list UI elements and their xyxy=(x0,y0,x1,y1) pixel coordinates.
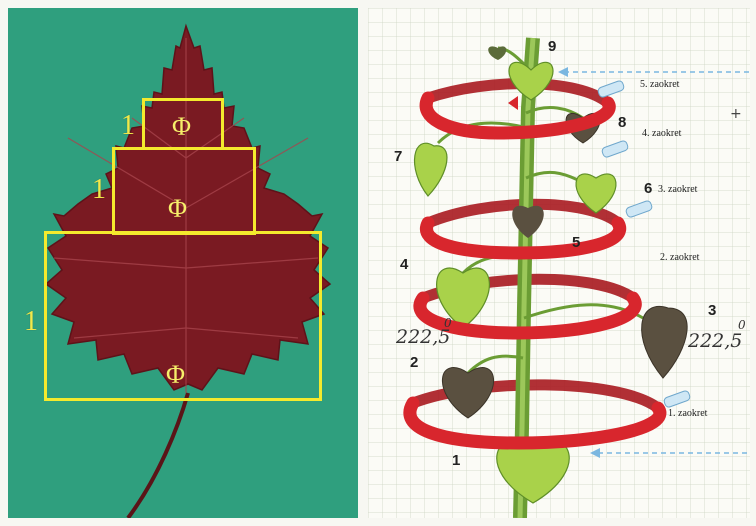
phyllotaxis-illustration xyxy=(368,8,750,518)
hand-icon-4 xyxy=(601,140,629,158)
leaf-1 xyxy=(497,441,569,503)
leaf-2 xyxy=(442,368,493,418)
turn-label-1: 1. zaokret xyxy=(668,408,707,419)
hand-icon-5 xyxy=(597,80,625,98)
leaf-5 xyxy=(512,206,544,238)
turn-label-2: 2. zaokret xyxy=(660,252,699,263)
leaf-7 xyxy=(415,143,447,196)
leaf-number-6: 6 xyxy=(644,180,652,197)
leaf-number-4: 4 xyxy=(400,256,408,273)
arrow-head-bottom xyxy=(590,448,600,458)
phi-label-middle: Φ xyxy=(168,196,187,222)
angle-label-left: 222,5 xyxy=(396,326,450,348)
ratio-one-middle: 1 xyxy=(92,176,106,204)
leaf-number-9: 9 xyxy=(548,38,556,55)
ratio-one-top: 1 xyxy=(121,112,135,140)
maple-leaf-panel: 1 1 1 Φ Φ Φ xyxy=(8,8,358,518)
turn-label-3: 3. zaokret xyxy=(658,184,697,195)
leaf-number-1: 1 xyxy=(452,452,460,469)
leaf-number-8: 8 xyxy=(618,114,626,131)
phyllotaxis-panel: 9 8 7 6 5 4 3 2 1 5. zaokret 4. zaokret … xyxy=(368,8,750,518)
phi-label-bottom: Φ xyxy=(166,362,185,388)
hand-icon-1 xyxy=(663,390,691,408)
angle-label-right: 222,5 xyxy=(688,330,742,352)
turn-label-4: 4. zaokret xyxy=(642,128,681,139)
angle-superscript-left: 0 xyxy=(444,316,452,330)
leaf-top-small xyxy=(488,46,506,60)
turn-label-5: 5. zaokret xyxy=(640,79,679,90)
leaf-number-5: 5 xyxy=(572,234,580,251)
leaf-stem xyxy=(128,393,188,518)
crosshair-icon: + xyxy=(730,106,742,122)
hand-icon-3 xyxy=(625,200,653,218)
leaf-number-2: 2 xyxy=(410,354,418,371)
leaf-3 xyxy=(642,306,688,378)
ratio-one-bottom: 1 xyxy=(24,308,38,336)
phi-label-top: Φ xyxy=(172,114,191,140)
leaf-number-7: 7 xyxy=(394,148,402,165)
leaf-number-3: 3 xyxy=(708,302,716,319)
arrow-head-top xyxy=(558,67,568,77)
ribbon-arrow xyxy=(508,96,518,110)
angle-superscript-right: 0 xyxy=(738,318,746,332)
